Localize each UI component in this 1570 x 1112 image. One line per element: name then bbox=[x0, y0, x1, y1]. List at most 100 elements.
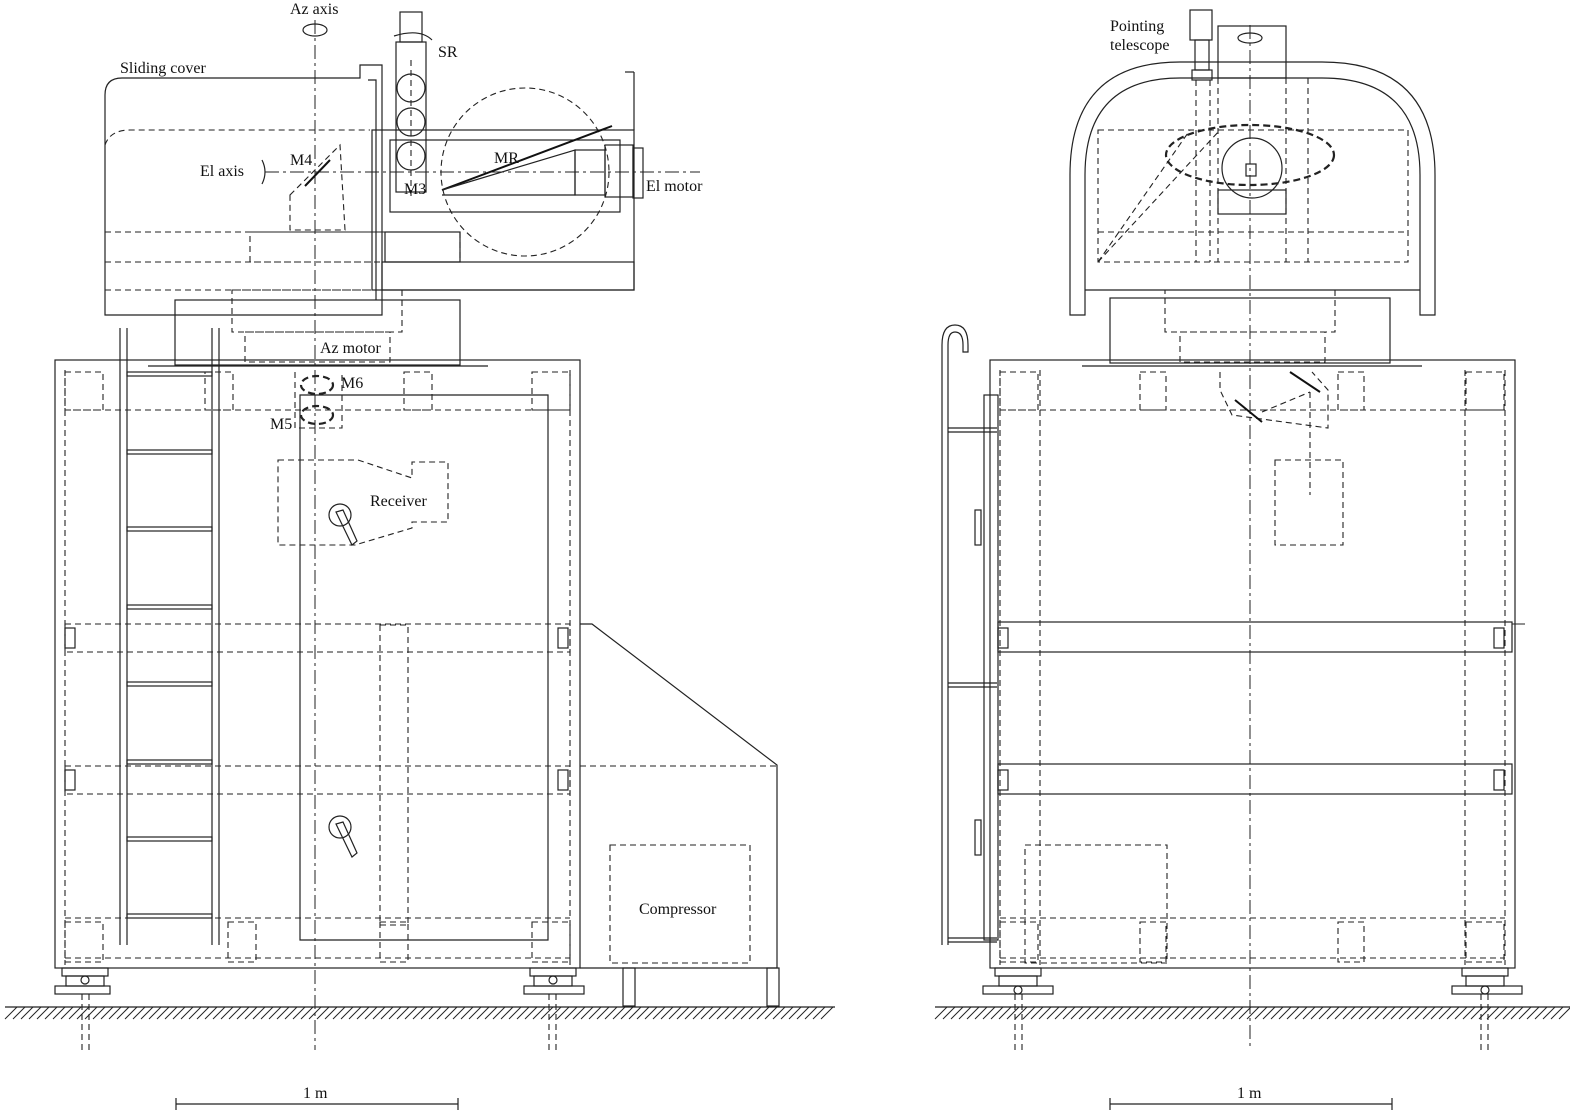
ground-hatch bbox=[588, 1006, 602, 1020]
mr-label: MR bbox=[494, 150, 519, 167]
receiver-label: Receiver bbox=[370, 493, 428, 510]
ground-hatch bbox=[652, 1006, 666, 1020]
ground-hatch bbox=[412, 1006, 426, 1020]
ground-hatch bbox=[476, 1006, 490, 1020]
ground-hatch bbox=[1014, 1006, 1028, 1020]
ground-hatch bbox=[156, 1006, 170, 1020]
ground-hatch bbox=[1118, 1006, 1132, 1020]
m6-side-mirror bbox=[1289, 371, 1321, 393]
sliding-cover bbox=[104, 64, 383, 316]
ground-hatch bbox=[1166, 1006, 1180, 1020]
az-axis-rotation-icon bbox=[302, 23, 328, 37]
ground-hatch bbox=[716, 1006, 730, 1020]
ground-hatch bbox=[1302, 1006, 1316, 1020]
ground-hatch bbox=[1518, 1006, 1532, 1020]
ground-hatch bbox=[124, 1006, 138, 1020]
ground-hatch bbox=[1070, 1006, 1084, 1020]
ground-hatch bbox=[28, 1006, 42, 1020]
ground-hatch bbox=[468, 1006, 482, 1020]
left-ground bbox=[4, 1006, 835, 1020]
ground-hatch bbox=[982, 1006, 996, 1020]
ground-hatch bbox=[756, 1006, 770, 1020]
ground-hatch bbox=[1414, 1006, 1428, 1020]
ground-hatch bbox=[748, 1006, 762, 1020]
ground-hatch bbox=[628, 1006, 642, 1020]
el-axis-label: El axis bbox=[200, 163, 244, 180]
ground-hatch bbox=[1110, 1006, 1124, 1020]
ground-hatch bbox=[1462, 1006, 1476, 1020]
ground-hatch bbox=[372, 1006, 386, 1020]
ground-hatch bbox=[1022, 1006, 1036, 1020]
left-scale-bar bbox=[175, 1098, 459, 1110]
ground-hatch bbox=[660, 1006, 674, 1020]
ground-hatch bbox=[1438, 1006, 1452, 1020]
ground-hatch bbox=[1198, 1006, 1212, 1020]
ground-hatch bbox=[60, 1006, 74, 1020]
ground-hatch bbox=[260, 1006, 274, 1020]
ground-hatch bbox=[284, 1006, 298, 1020]
ground-hatch bbox=[812, 1006, 826, 1020]
right-foot-1 bbox=[982, 967, 1054, 1050]
ground-hatch bbox=[84, 1006, 98, 1020]
ground-hatch bbox=[1430, 1006, 1444, 1020]
door-handle-lower bbox=[328, 815, 358, 858]
right-scale-bar bbox=[1109, 1098, 1393, 1110]
ground-hatch bbox=[644, 1006, 658, 1020]
ground-hatch bbox=[436, 1006, 450, 1020]
ground-hatch bbox=[444, 1006, 458, 1020]
ground-hatch bbox=[1262, 1006, 1276, 1020]
ground-hatch bbox=[36, 1006, 50, 1020]
ground-hatch bbox=[1406, 1006, 1420, 1020]
right-cabinet bbox=[989, 359, 1516, 969]
ground-hatch bbox=[1334, 1006, 1348, 1020]
left-foot-2 bbox=[523, 967, 585, 1050]
side-ladder bbox=[941, 324, 999, 945]
ground-hatch bbox=[780, 1006, 794, 1020]
ground-hatch bbox=[708, 1006, 722, 1020]
ground-hatch bbox=[1366, 1006, 1380, 1020]
ground-hatch bbox=[356, 1006, 370, 1020]
ground-hatch bbox=[252, 1006, 266, 1020]
ground-hatch bbox=[934, 1006, 948, 1020]
ground-hatch bbox=[164, 1006, 178, 1020]
ground-hatch bbox=[100, 1006, 114, 1020]
ladder-rung bbox=[126, 371, 213, 377]
ground-hatch bbox=[796, 1006, 810, 1020]
mr-mirror-circle bbox=[440, 87, 610, 257]
ground-hatch bbox=[1494, 1006, 1508, 1020]
ground-hatch bbox=[1326, 1006, 1340, 1020]
ground-hatch bbox=[68, 1006, 82, 1020]
compressor-label: Compressor bbox=[639, 901, 717, 918]
ground-hatch bbox=[1190, 1006, 1204, 1020]
ground-hatch bbox=[1510, 1006, 1524, 1020]
ground-hatch bbox=[420, 1006, 434, 1020]
ground-hatch bbox=[1422, 1006, 1436, 1020]
ground-hatch bbox=[998, 1006, 1012, 1020]
ground-hatch bbox=[452, 1006, 466, 1020]
right-scale-label: 1 m bbox=[1237, 1085, 1262, 1102]
ground-hatch bbox=[1078, 1006, 1092, 1020]
ground-hatch bbox=[572, 1006, 586, 1020]
ground-hatch bbox=[788, 1006, 802, 1020]
ground-hatch bbox=[1102, 1006, 1116, 1020]
ground-hatch bbox=[108, 1006, 122, 1020]
ground-hatch bbox=[820, 1006, 834, 1020]
ground-hatch bbox=[1182, 1006, 1196, 1020]
ground-hatch bbox=[1294, 1006, 1308, 1020]
ground-hatch bbox=[212, 1006, 226, 1020]
ground-hatch bbox=[724, 1006, 738, 1020]
ground-hatch bbox=[1246, 1006, 1260, 1020]
ground-hatch bbox=[556, 1006, 570, 1020]
ground-hatch bbox=[1310, 1006, 1324, 1020]
sliding-cover-label: Sliding cover bbox=[120, 60, 206, 77]
ground-hatch bbox=[236, 1006, 250, 1020]
left-door bbox=[299, 394, 549, 941]
ground-hatch bbox=[268, 1006, 282, 1020]
right-ground bbox=[934, 1006, 1570, 1020]
ground-hatch bbox=[1174, 1006, 1188, 1020]
left-foot-1 bbox=[54, 967, 111, 1050]
ground-hatch bbox=[500, 1006, 514, 1020]
ground-hatch bbox=[564, 1006, 578, 1020]
ground-hatch bbox=[684, 1006, 698, 1020]
compressor-box bbox=[609, 844, 751, 964]
